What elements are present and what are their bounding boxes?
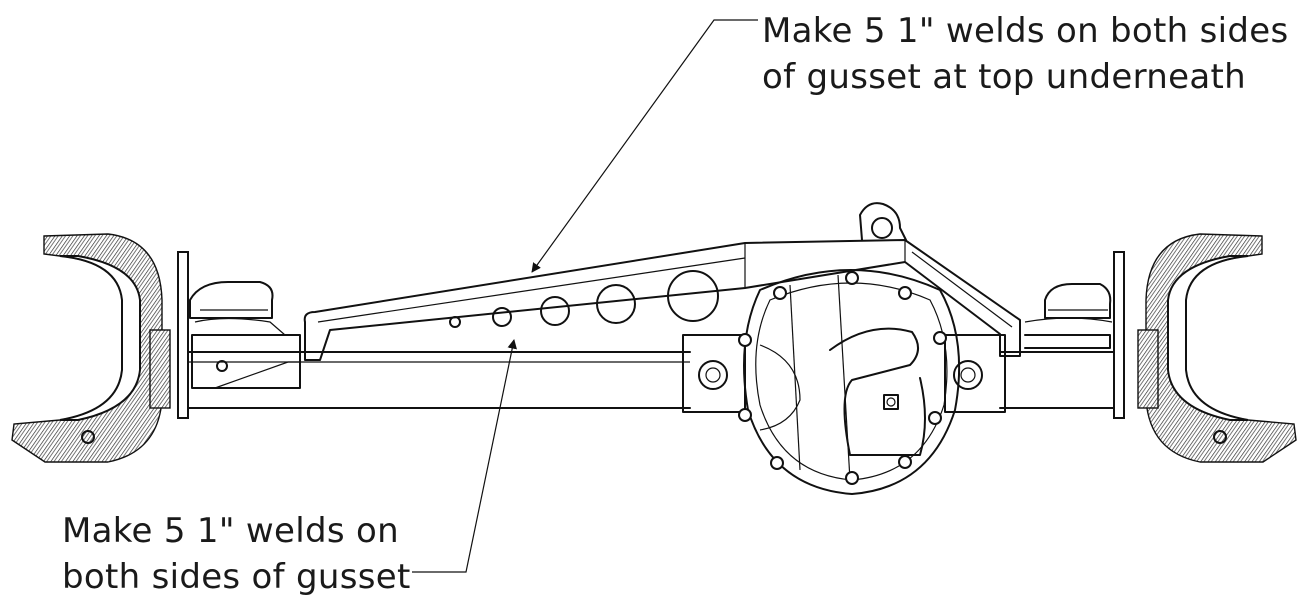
axle-tube — [184, 351, 1119, 409]
left-bracket — [189, 281, 301, 389]
right-knuckle — [1137, 233, 1297, 463]
bottom-weld-note: Make 5 1" welds on both sides of gusset — [62, 508, 411, 600]
bottom-weld-note-line2: both sides of gusset — [62, 557, 411, 597]
differential-housing — [682, 269, 1006, 495]
right-bracket — [1024, 283, 1113, 349]
left-knuckle — [11, 233, 171, 463]
top-weld-note: Make 5 1" welds on both sides of gusset … — [762, 8, 1288, 100]
top-weld-note-line2: of gusset at top underneath — [762, 57, 1246, 97]
truss-gusset — [303, 239, 1021, 361]
leader-top — [531, 19, 758, 273]
leader-bottom — [412, 339, 517, 573]
bottom-weld-note-line1: Make 5 1" welds on — [62, 511, 399, 551]
upper-mount — [859, 202, 907, 241]
right-flange — [1113, 251, 1125, 419]
left-flange — [177, 251, 189, 419]
top-weld-note-line1: Make 5 1" welds on both sides — [762, 11, 1289, 51]
